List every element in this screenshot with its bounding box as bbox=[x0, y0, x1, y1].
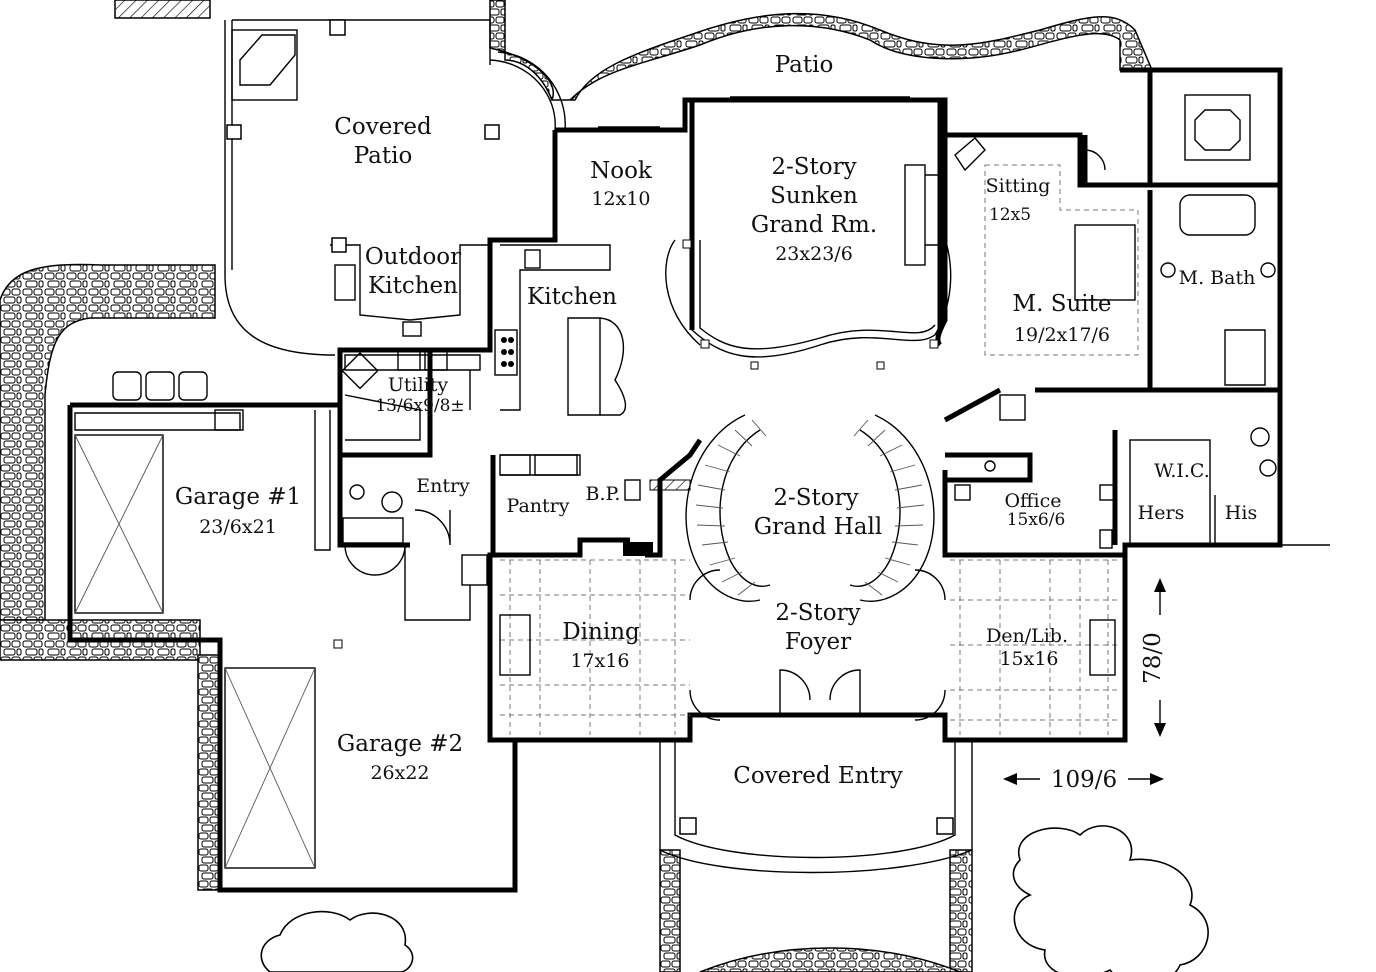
width-dimension: 109/6 bbox=[1051, 767, 1117, 793]
dimension-labels: 78/0 109/6 bbox=[1051, 632, 1166, 793]
covered-entry-structure bbox=[659, 544, 1330, 874]
garage-details bbox=[74, 371, 343, 869]
covered-patio-label-line1: Covered bbox=[334, 114, 432, 140]
patio-label: Patio bbox=[775, 52, 834, 78]
hatched-block bbox=[114, 0, 211, 19]
room-labels: Patio Covered Patio Nook 12x10 2-Story S… bbox=[175, 52, 1257, 789]
grand-rm-label-line2: Sunken bbox=[770, 183, 858, 209]
dining-label: Dining bbox=[562, 619, 640, 645]
depth-dimension: 78/0 bbox=[1140, 632, 1166, 684]
garage1-label: Garage #1 bbox=[175, 484, 301, 510]
outdoor-kitchen-fixtures bbox=[330, 237, 490, 337]
covered-patio-outline bbox=[224, 19, 566, 356]
dining-size: 17x16 bbox=[570, 650, 629, 672]
kitchen-label: Kitchen bbox=[527, 284, 617, 310]
foyer-label-line1: 2-Story bbox=[775, 600, 860, 626]
foyer-details bbox=[689, 569, 946, 721]
garage1-size: 23/6x21 bbox=[199, 516, 277, 538]
staircases bbox=[685, 414, 935, 602]
foyer-label-line2: Foyer bbox=[785, 629, 851, 655]
outdoor-kitchen-label-line1: Outdoor bbox=[365, 244, 461, 270]
dining-den-grids bbox=[499, 559, 1120, 735]
kitchen-fixtures bbox=[494, 244, 627, 416]
garage2-size: 26x22 bbox=[370, 762, 429, 784]
den-size: 15x16 bbox=[999, 648, 1058, 670]
bp-label: B.P. bbox=[586, 483, 621, 505]
grand-rm-label-line1: 2-Story bbox=[771, 154, 856, 180]
m-suite-label: M. Suite bbox=[1013, 291, 1112, 317]
nook-size: 12x10 bbox=[591, 188, 650, 210]
utility-size: 13/6x9/8± bbox=[375, 396, 464, 416]
entry-fixtures bbox=[342, 484, 488, 621]
grand-hall-label-line2: Grand Hall bbox=[754, 514, 882, 540]
dimension-arrows bbox=[1003, 578, 1166, 785]
grand-room-curves bbox=[598, 96, 952, 370]
trash-bins bbox=[112, 371, 208, 401]
entry-label: Entry bbox=[416, 475, 470, 497]
pantry-fixtures bbox=[499, 454, 691, 556]
office-size: 15x6/6 bbox=[1007, 510, 1066, 530]
pantry-label: Pantry bbox=[507, 495, 570, 517]
grand-rm-label-line3: Grand Rm. bbox=[751, 212, 877, 238]
covered-patio-label-line2: Patio bbox=[354, 143, 413, 169]
garage2-label: Garage #2 bbox=[337, 731, 463, 757]
m-suite-size: 19/2x17/6 bbox=[1014, 324, 1110, 346]
covered-entry-label: Covered Entry bbox=[733, 763, 903, 789]
m-bath-label: M. Bath bbox=[1179, 267, 1256, 289]
stone-walls bbox=[0, 0, 1154, 972]
grand-rm-size: 23x23/6 bbox=[775, 243, 853, 265]
utility-label: Utility bbox=[388, 374, 449, 396]
master-suite-details bbox=[954, 137, 1139, 356]
office-label: Office bbox=[1004, 490, 1061, 512]
sitting-label: Sitting bbox=[986, 175, 1051, 197]
den-label: Den/Lib. bbox=[986, 625, 1068, 647]
his-label: His bbox=[1225, 502, 1257, 524]
sitting-size: 12x5 bbox=[989, 205, 1031, 225]
hers-label: Hers bbox=[1138, 502, 1185, 524]
grand-hall-label-line1: 2-Story bbox=[773, 485, 858, 511]
outdoor-kitchen-label-line2: Kitchen bbox=[368, 273, 458, 299]
wic-label: W.I.C. bbox=[1154, 460, 1210, 482]
nook-label: Nook bbox=[590, 158, 653, 184]
landscape-trees bbox=[260, 825, 1209, 972]
utility-fixtures bbox=[341, 349, 481, 441]
office-fixtures bbox=[954, 460, 1116, 549]
